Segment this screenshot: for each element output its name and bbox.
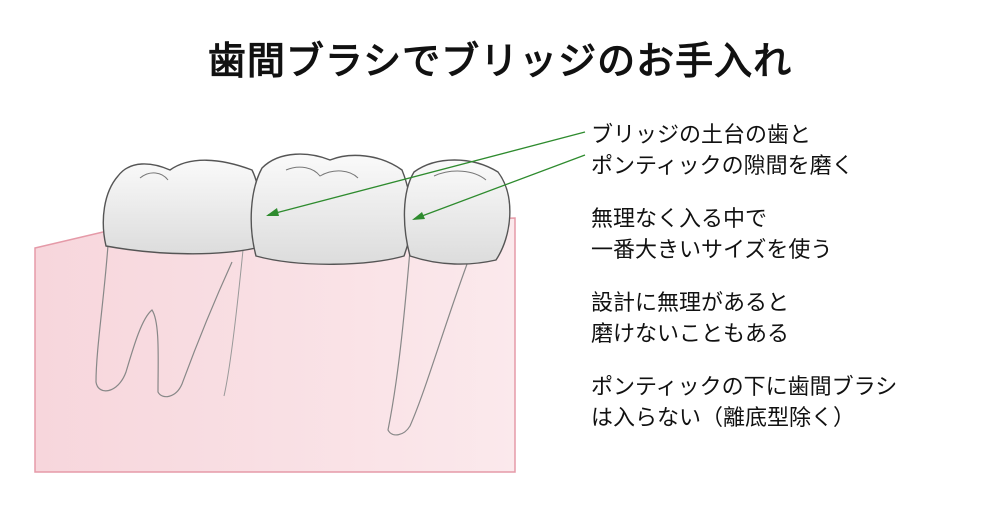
right-tooth-root (387, 249, 471, 436)
note-brush-size: 無理なく入る中で 一番大きいサイズを使う (591, 204, 991, 266)
arrow-to-right-gap (413, 154, 586, 220)
note-line: 無理なく入る中で (591, 207, 768, 232)
note-clean-gap: ブリッジの土台の歯と ポンティックの隙間を磨く (591, 120, 991, 182)
middle-crown (250, 153, 412, 265)
note-line: 一番大きいサイズを使う (591, 238, 833, 263)
gum (34, 217, 516, 473)
arrow-to-left-gap (267, 131, 586, 216)
arrow-head-right (412, 212, 425, 220)
note-pontic-limit: ポンティックの下に歯間ブラシ は入らない（離底型除く） (591, 372, 991, 434)
note-line: ポンティックの下に歯間ブラシ (591, 375, 898, 400)
arrow-head-left (266, 208, 279, 216)
note-line: ポンティックの隙間を磨く (591, 154, 854, 179)
note-line: 磨けないこともある (591, 322, 790, 347)
note-line: は入らない（離底型除く） (591, 406, 856, 431)
left-tooth-roots (95, 244, 233, 398)
notes-list: ブリッジの土台の歯と ポンティックの隙間を磨く 無理なく入る中で 一番大きいサイ… (591, 120, 991, 456)
note-line: 設計に無理があると (591, 291, 790, 316)
note-design-warning: 設計に無理があると 磨けないこともある (591, 288, 991, 350)
note-line: ブリッジの土台の歯と (591, 123, 812, 148)
left-crown (102, 159, 261, 255)
middle-tooth-outline (223, 249, 244, 397)
page-title: 歯間ブラシでブリッジのお手入れ (207, 39, 793, 83)
